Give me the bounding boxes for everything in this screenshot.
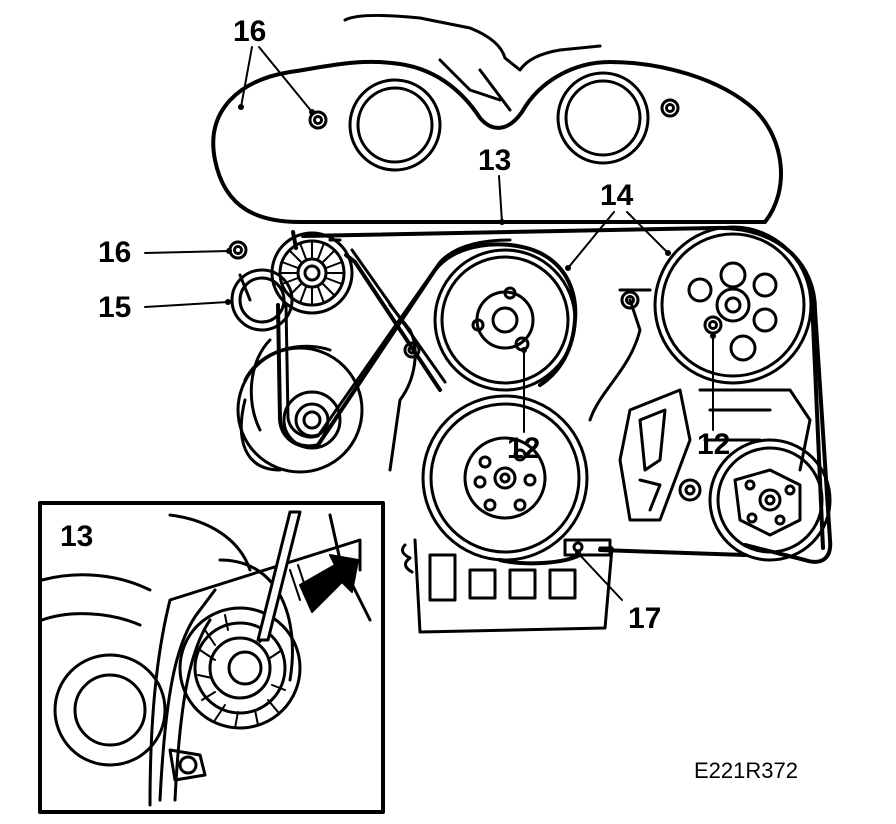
camshaft-sprocket-left — [348, 78, 442, 172]
compressor-bracket — [618, 388, 692, 522]
water-pump-pulley — [433, 248, 577, 392]
callout-12-right: 12 — [697, 428, 731, 461]
inset-detail — [38, 501, 385, 814]
callout-16-tensioner-bolt: 16 — [98, 236, 132, 269]
serpentine-belt — [301, 225, 833, 564]
inset-wrench — [256, 510, 302, 642]
inset-callout-13: 13 — [60, 520, 94, 553]
figure-id: E221R372 — [694, 758, 798, 783]
inset-tensioner-pulley — [178, 606, 302, 730]
timing-cover — [211, 59, 783, 224]
crankshaft-pulley — [421, 394, 589, 562]
belt-tensioner — [230, 268, 294, 332]
callout-14-belt: 14 — [600, 179, 634, 212]
engine-top-outline — [343, 13, 602, 112]
callout-15-tensioner: 15 — [98, 291, 132, 324]
inset-frame — [38, 501, 385, 814]
callout-12-center: 12 — [507, 432, 541, 465]
oil-pan — [413, 538, 614, 634]
callout-17-bolt: 17 — [628, 602, 662, 635]
camshaft-sprocket-right — [556, 71, 650, 165]
cover-bolt — [660, 98, 680, 118]
inset-rotation-arrow — [299, 554, 359, 613]
alternator-housing — [236, 346, 364, 474]
callout-16-cover-bolts: 16 — [233, 15, 267, 48]
tensioner-bolt-16 — [228, 240, 248, 260]
callout-13-idler: 13 — [478, 144, 512, 177]
cover-bolt-16 — [308, 110, 328, 130]
ac-compressor-pulley — [708, 438, 832, 562]
